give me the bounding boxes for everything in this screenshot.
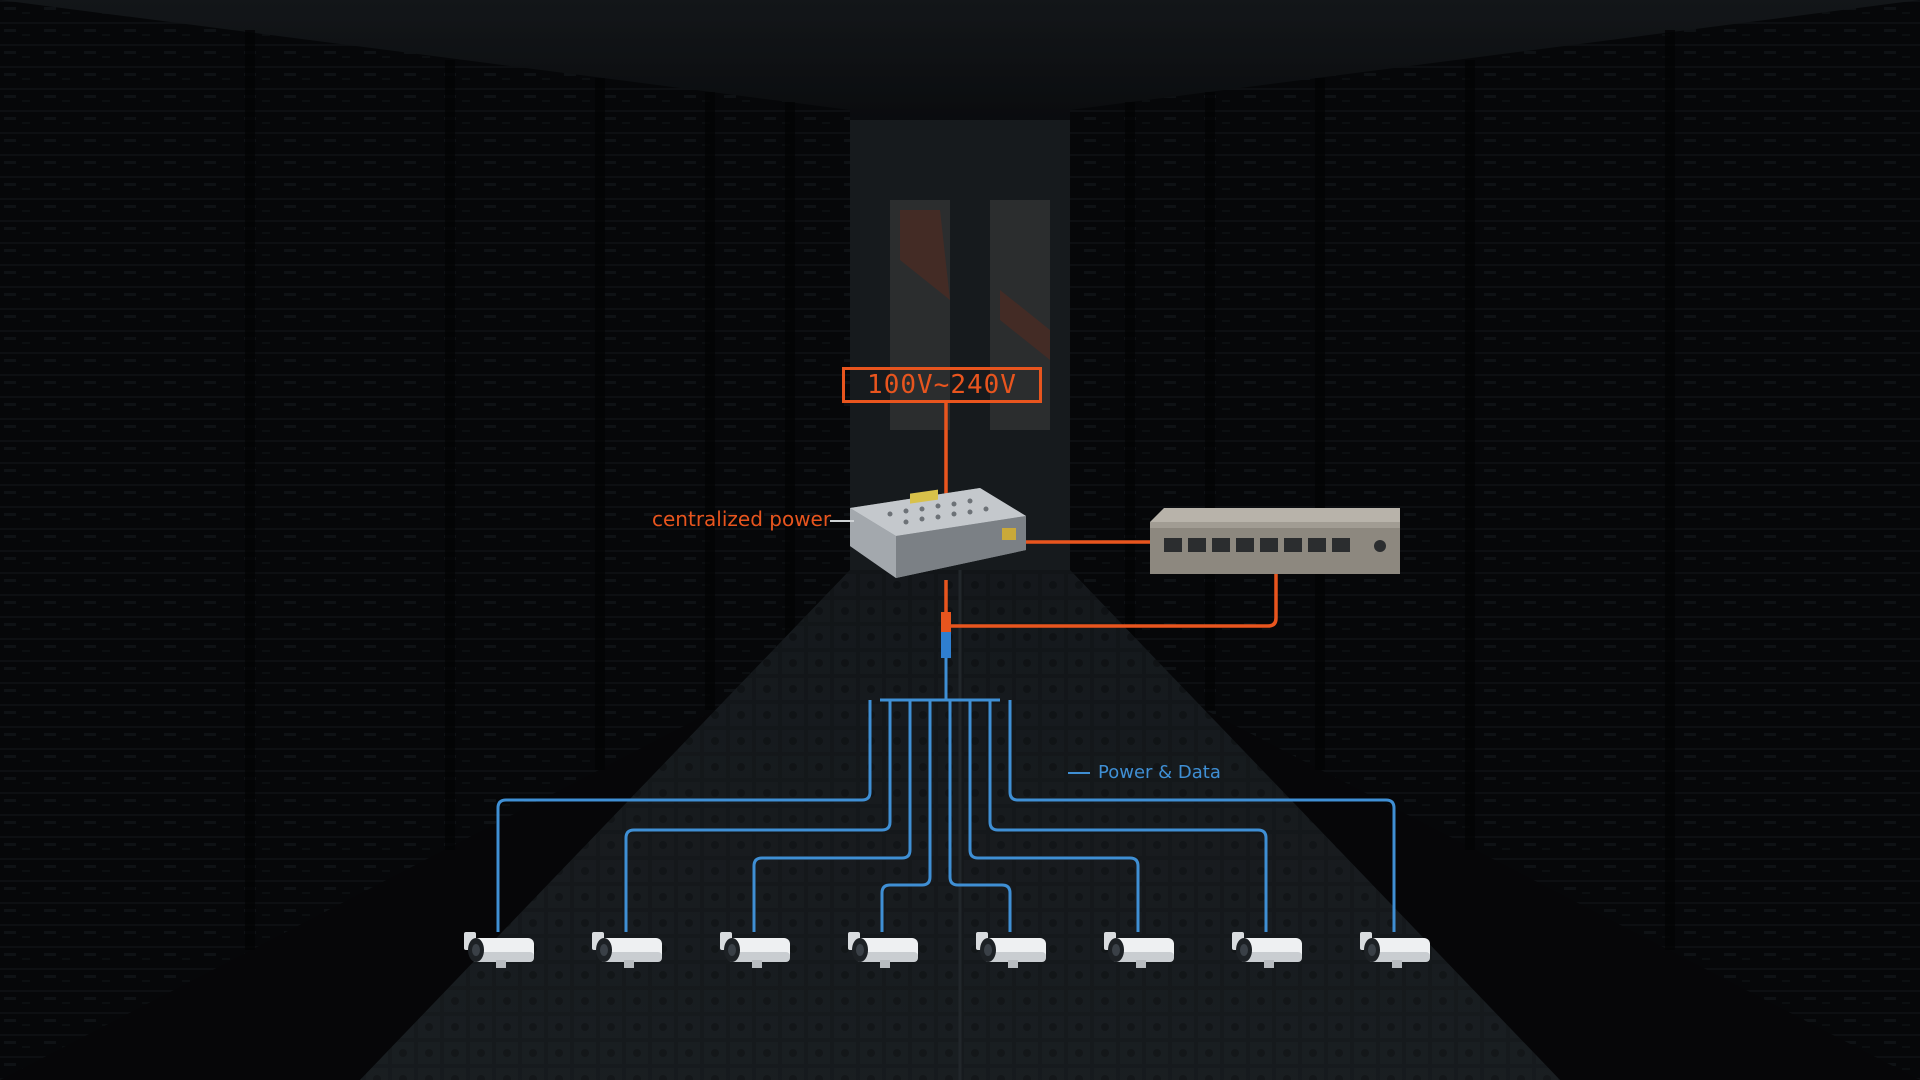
power-lines <box>944 403 1278 628</box>
poe-splitter <box>941 612 951 658</box>
voltage-label: 100V~240V <box>842 367 1042 403</box>
cctv-camera-icon <box>720 932 790 968</box>
power-supply-icon <box>850 488 1026 578</box>
camera-cable-3 <box>752 700 912 932</box>
legend-label: Power & Data <box>1098 762 1221 783</box>
camera-cable-2 <box>624 700 892 932</box>
cctv-camera-icon <box>1232 932 1302 968</box>
power-data-lines <box>496 658 1396 932</box>
camera-cable-7 <box>988 700 1268 932</box>
camera-cable-5 <box>948 700 1012 932</box>
legend: Power & Data <box>1068 762 1221 783</box>
cctv-camera-icon <box>848 932 918 968</box>
camera-cable-8 <box>1008 700 1396 932</box>
legend-swatch <box>1068 772 1090 774</box>
cctv-camera-icon <box>1104 932 1174 968</box>
cameras <box>464 932 1430 968</box>
network-switch-icon <box>1150 508 1400 574</box>
cctv-camera-icon <box>976 932 1046 968</box>
camera-cable-1 <box>496 700 872 932</box>
cctv-camera-icon <box>592 932 662 968</box>
cctv-camera-icon <box>464 932 534 968</box>
camera-cable-4 <box>880 700 932 932</box>
switch-to-splitter-line <box>946 566 1278 628</box>
cctv-camera-icon <box>1360 932 1430 968</box>
camera-cable-6 <box>968 700 1140 932</box>
power-supply-label: centralized power <box>652 507 832 531</box>
